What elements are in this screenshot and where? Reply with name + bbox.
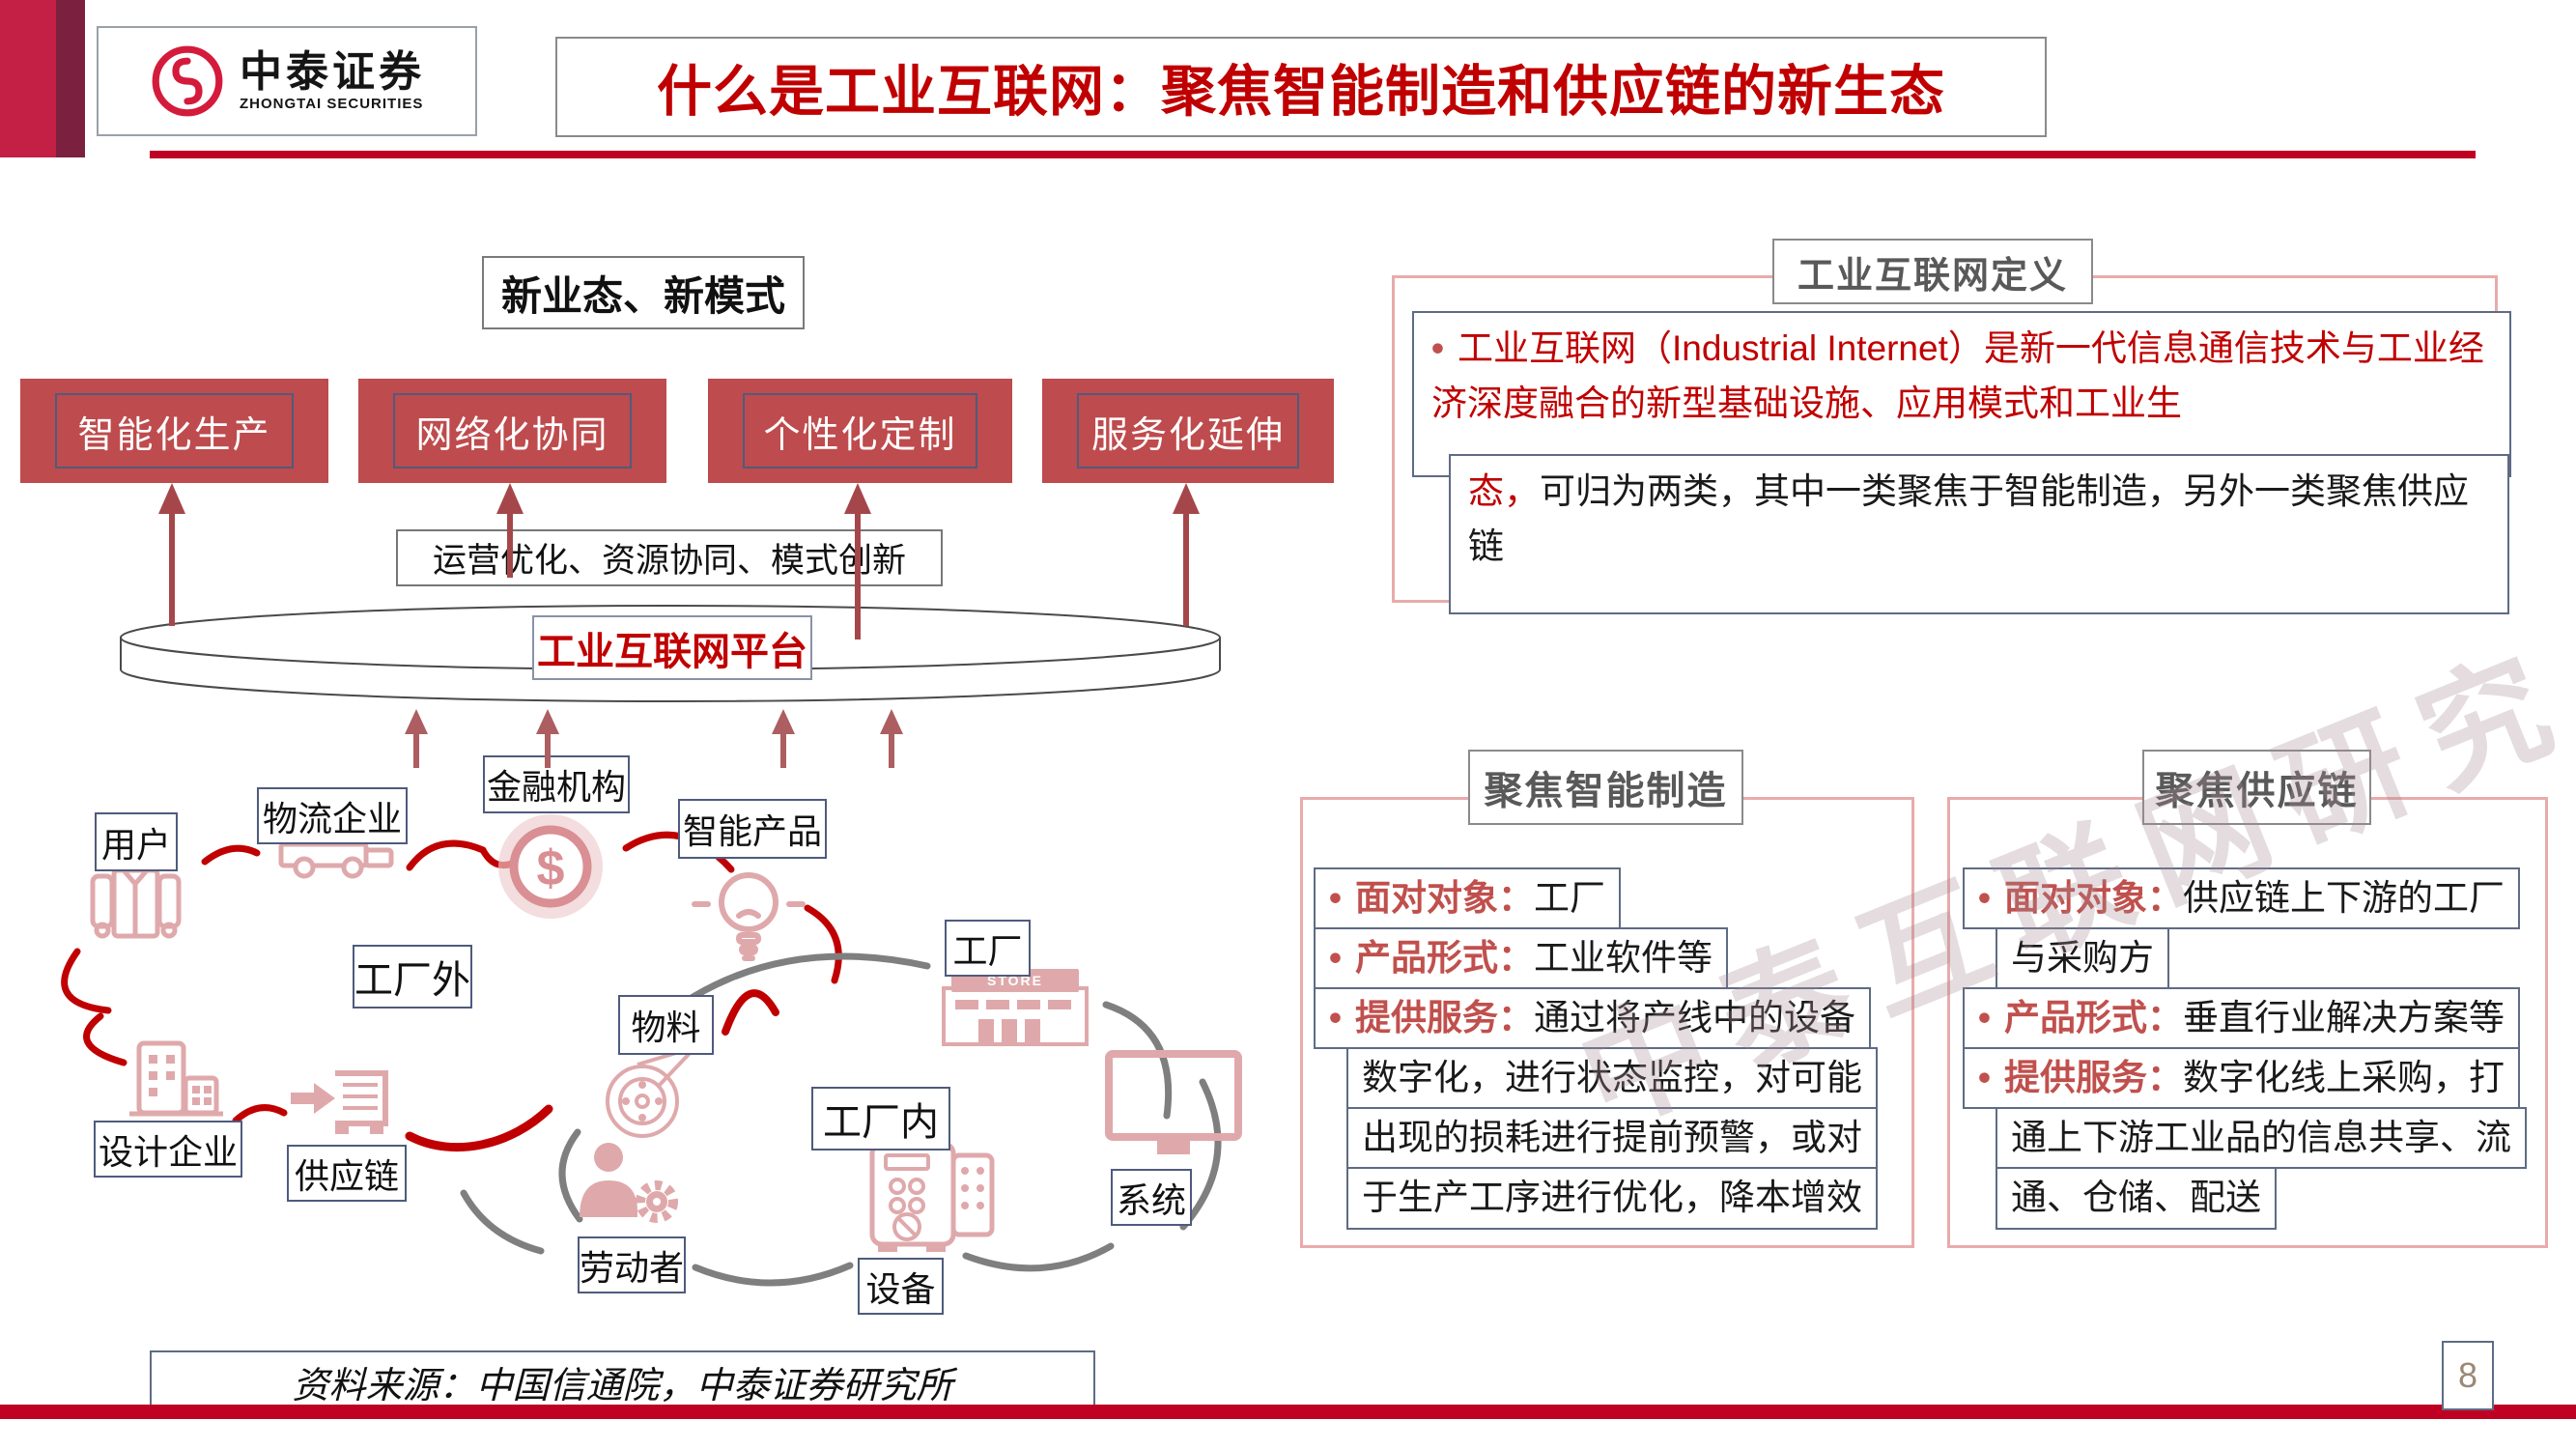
node-label-user: 用户: [95, 812, 178, 871]
svg-text:STORE: STORE: [987, 973, 1043, 988]
bullet-line-cont: 与采购方: [1996, 927, 2169, 990]
definition-text-box-1: •工业互联网（Industrial Internet）是新一代信息通信技术与工业…: [1412, 311, 2511, 477]
factory-store-icon: STORE: [942, 969, 1089, 1046]
lightbulb-icon: [692, 872, 806, 961]
zone-label-inside-factory: 工厂内: [811, 1087, 950, 1151]
logo-text: 中泰证券 ZHONGTAI SECURITIES: [240, 48, 425, 112]
slide-title-box: 什么是工业互联网：聚焦智能制造和供应链的新生态: [555, 37, 2047, 137]
supply-panel-title: 聚焦供应链: [2142, 750, 2371, 825]
worker-gear-icon: [580, 1143, 678, 1223]
logo-en: ZHONGTAI SECURITIES: [240, 95, 424, 112]
page-number-box: 8: [2442, 1341, 2494, 1410]
definition-panel-title: 工业互联网定义: [1772, 239, 2093, 304]
manufacturing-bullets: •面对对象：工厂 •产品形式：工业软件等 •提供服务：通过将产线中的设备 数字化…: [1314, 867, 1878, 1230]
node-label-factory: 工厂: [945, 920, 1031, 977]
bullet-line: •面对对象：供应链上下游的工厂: [1963, 867, 2520, 930]
mode-label: 服务化延伸: [1077, 393, 1299, 469]
logo-cn: 中泰证券: [240, 48, 425, 97]
pulley-icon: [606, 1045, 697, 1138]
title-underline: [150, 151, 2476, 158]
platform-label: 工业互联网平台: [537, 630, 807, 673]
bottom-accent-bar: [0, 1405, 2576, 1419]
bullet-line-cont: 数字化，进行状态监控，对可能: [1346, 1047, 1878, 1110]
mode-box-network-collaboration: 网络化协同: [358, 379, 666, 483]
zone-label-outside-factory: 工厂外: [353, 945, 472, 1009]
left-accent-bar: [0, 0, 56, 157]
left-accent-bar-dark: [56, 0, 85, 157]
building-icon: [129, 1040, 223, 1117]
page-number: 8: [2457, 1355, 2478, 1395]
optimization-box: 运营优化、资源协同、模式创新: [396, 529, 943, 586]
subtitle-box: 新业态、新模式: [482, 256, 805, 329]
definition-black-text: 可归为两类，其中一类聚焦于智能制造，另外一类聚焦供应链: [1468, 471, 2469, 567]
bullet-line: •提供服务：数字化线上采购，打: [1963, 1047, 2520, 1110]
user-icon: [90, 867, 182, 939]
zhongtai-logo-icon: [152, 45, 223, 117]
bullet-line-cont: 通上下游工业品的信息共享、流: [1996, 1107, 2527, 1170]
supply-panel-title-text: 聚焦供应链: [2155, 770, 2359, 812]
source-text: 资料来源：中国信通院，中泰证券研究所: [292, 1365, 953, 1406]
definition-text-box-2: 态，可归为两类，其中一类聚焦于智能制造，另外一类聚焦供应链: [1449, 454, 2509, 614]
node-label-worker: 劳动者: [578, 1236, 686, 1293]
bullet-dot: •: [1431, 328, 1444, 368]
system-monitor-icon: [1105, 1050, 1242, 1154]
dollar-coin-icon: $: [498, 814, 603, 919]
manufacturing-panel-title: 聚焦智能制造: [1468, 750, 1743, 825]
node-label-logistics: 物流企业: [257, 787, 408, 844]
supply-chain-icon: [291, 1070, 388, 1134]
subtitle: 新业态、新模式: [500, 272, 785, 319]
bullet-line: •产品形式：工业软件等: [1314, 927, 1728, 990]
bullet-line-cont: 出现的损耗进行提前预警，或对: [1346, 1107, 1878, 1170]
definition-red-text: 工业互联网（Industrial Internet）是新一代信息通信技术与工业经…: [1431, 328, 2484, 424]
bullet-line-cont: 于生产工序进行优化，降本增效: [1346, 1167, 1878, 1230]
bullet-line-cont: 通、仓储、配送: [1996, 1167, 2277, 1230]
node-label-material: 物料: [618, 995, 714, 1055]
mode-label: 网络化协同: [393, 393, 632, 469]
bullet-line: •面对对象：工厂: [1314, 867, 1621, 930]
company-logo: 中泰证券 ZHONGTAI SECURITIES: [97, 26, 477, 136]
svg-text:$: $: [537, 840, 565, 896]
manufacturing-panel-title-text: 聚焦智能制造: [1484, 770, 1728, 812]
mode-label: 智能化生产: [55, 393, 294, 469]
node-label-equipment: 设备: [858, 1258, 944, 1315]
supply-bullets: •面对对象：供应链上下游的工厂 与采购方 •产品形式：垂直行业解决方案等 •提供…: [1963, 867, 2527, 1230]
mode-box-personalized-customization: 个性化定制: [708, 379, 1012, 483]
mode-box-service-extension: 服务化延伸: [1042, 379, 1334, 483]
optimization-label: 运营优化、资源协同、模式创新: [432, 542, 906, 580]
definition-red-cont: 态，: [1468, 471, 1540, 511]
platform-box: 工业互联网平台: [532, 615, 812, 680]
node-label-supply-chain: 供应链: [287, 1145, 407, 1202]
slide-title: 什么是工业互联网：聚焦智能制造和供应链的新生态: [657, 61, 1945, 123]
node-label-system: 系统: [1111, 1169, 1192, 1226]
bullet-line: •提供服务：通过将产线中的设备: [1314, 987, 1871, 1050]
node-label-finance: 金融机构: [483, 755, 630, 813]
source-box: 资料来源：中国信通院，中泰证券研究所: [150, 1350, 1095, 1412]
mode-box-smart-production: 智能化生产: [20, 379, 328, 483]
definition-panel-title-text: 工业互联网定义: [1797, 255, 2068, 297]
node-label-design: 设计企业: [94, 1121, 242, 1178]
bullet-line: •产品形式：垂直行业解决方案等: [1963, 987, 2520, 1050]
mode-label: 个性化定制: [743, 393, 977, 469]
node-label-smart-product: 智能产品: [678, 799, 827, 859]
platform-arrows: [405, 709, 903, 768]
